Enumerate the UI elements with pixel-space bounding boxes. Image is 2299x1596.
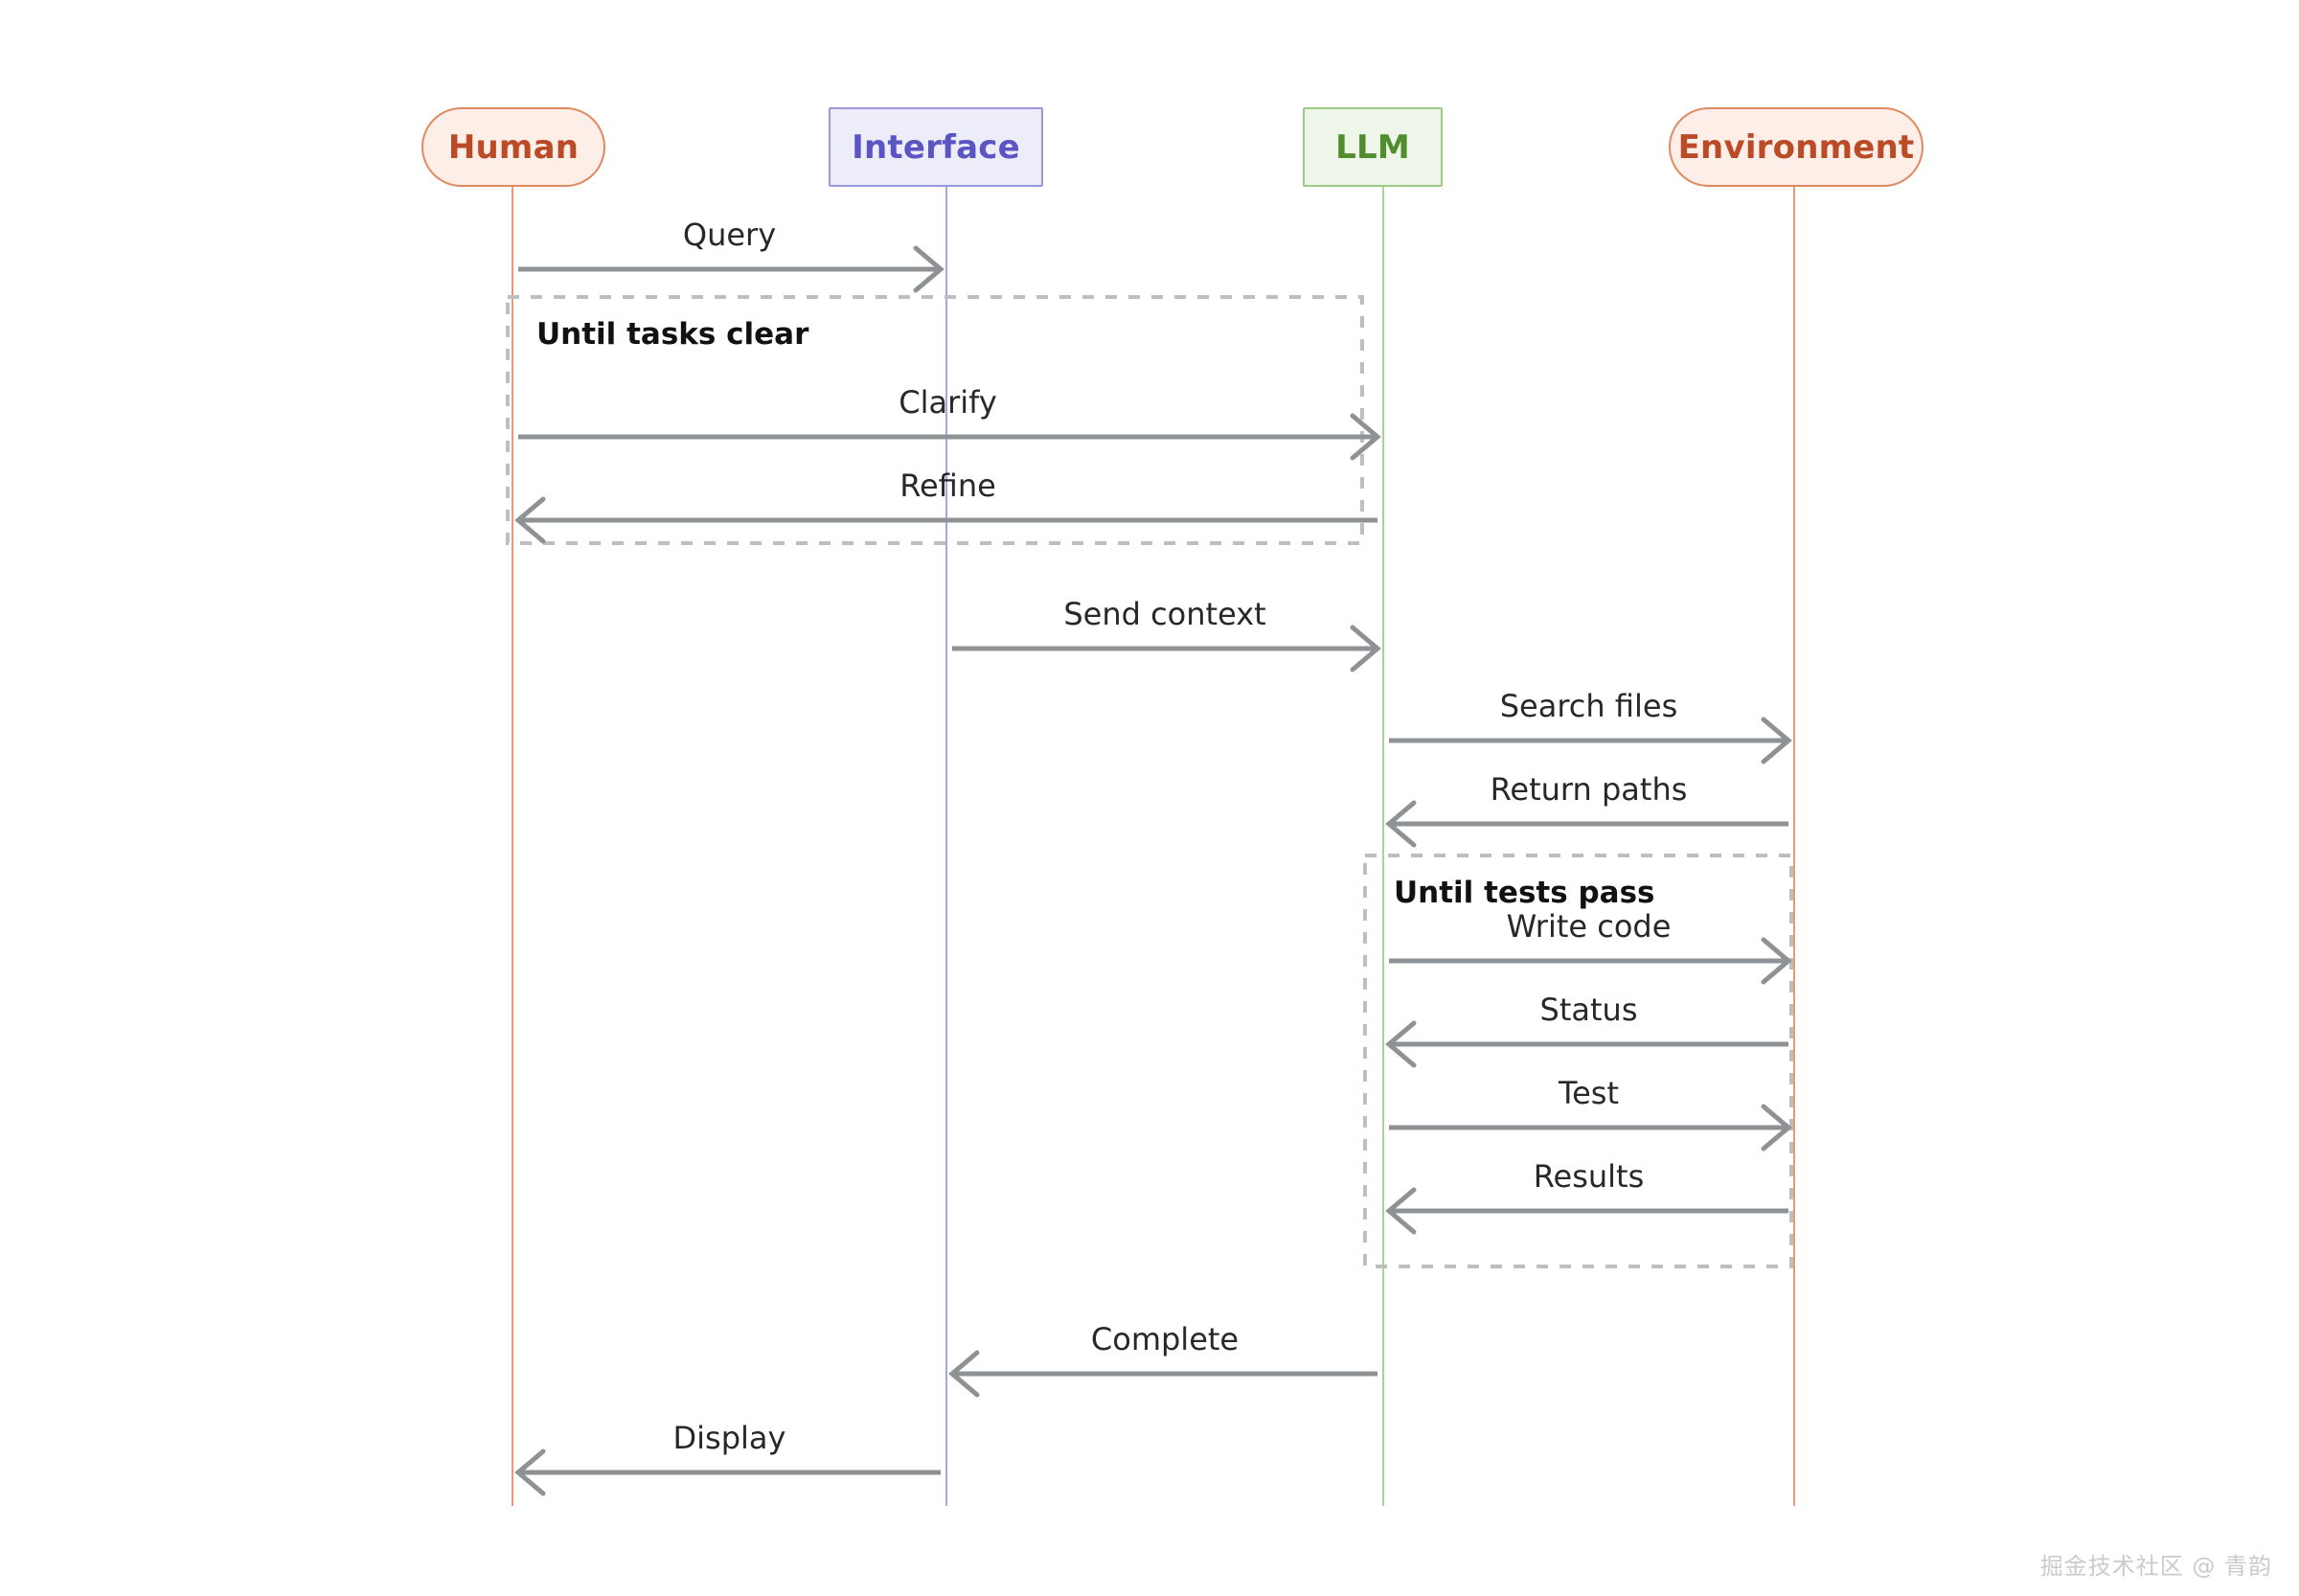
participant-llm[interactable]: LLM: [1303, 107, 1443, 187]
fragment-box-until-tasks-clear: [506, 295, 1364, 545]
message-label-return-paths: Return paths: [1490, 771, 1688, 808]
arrowhead-write-code: [1761, 937, 1792, 985]
message-label-test: Test: [1558, 1075, 1620, 1111]
fragment-box-until-tests-pass: [1363, 854, 1793, 1268]
fragment-title-until-tasks-clear: Until tasks clear: [536, 317, 809, 352]
message-refine: [514, 496, 1377, 544]
message-label-results: Results: [1533, 1158, 1645, 1195]
participant-human[interactable]: Human: [421, 107, 605, 187]
arrowhead-search-files: [1761, 717, 1792, 764]
message-label-clarify: Clarify: [899, 384, 997, 421]
message-label-query: Query: [682, 217, 777, 253]
watermark: 掘金技术社区 @ 青韵: [2039, 1553, 2272, 1580]
lifelines-layer: [512, 187, 1795, 1506]
message-label-send-context: Send context: [1063, 596, 1266, 632]
message-test: [1389, 1104, 1792, 1151]
message-return-paths: [1385, 800, 1788, 848]
fragments-layer: [506, 295, 1793, 1268]
participant-environment[interactable]: Environment: [1669, 107, 1923, 187]
participant-label-interface: Interface: [852, 127, 1020, 167]
arrowhead-test: [1761, 1104, 1792, 1151]
arrowhead-results: [1385, 1187, 1417, 1235]
participant-label-environment: Environment: [1677, 127, 1915, 167]
message-display: [514, 1448, 941, 1496]
message-complete: [948, 1350, 1377, 1398]
arrows-layer: [514, 245, 1792, 1496]
message-clarify: [518, 413, 1381, 461]
message-label-write-code: Write code: [1506, 908, 1672, 945]
arrowhead-refine: [514, 496, 546, 544]
message-send-context: [952, 625, 1381, 673]
message-write-code: [1389, 937, 1792, 985]
message-label-refine: Refine: [899, 467, 996, 504]
arrowhead-query: [913, 245, 945, 293]
participant-label-human: Human: [447, 127, 580, 167]
message-label-search-files: Search files: [1499, 688, 1678, 724]
arrowhead-display: [514, 1448, 546, 1496]
message-status: [1385, 1020, 1788, 1068]
fragment-title-until-tests-pass: Until tests pass: [1394, 876, 1655, 910]
arrowhead-clarify: [1350, 413, 1381, 461]
arrowhead-status: [1385, 1020, 1417, 1068]
message-label-display: Display: [672, 1420, 786, 1456]
arrowhead-send-context: [1350, 625, 1381, 673]
arrowhead-return-paths: [1385, 800, 1417, 848]
message-label-status: Status: [1539, 992, 1638, 1028]
participant-label-llm: LLM: [1335, 127, 1410, 167]
message-query: [518, 245, 945, 293]
message-search-files: [1389, 717, 1792, 764]
message-results: [1385, 1187, 1788, 1235]
arrowhead-complete: [948, 1350, 980, 1398]
message-label-complete: Complete: [1090, 1321, 1240, 1357]
participant-interface[interactable]: Interface: [829, 107, 1043, 187]
